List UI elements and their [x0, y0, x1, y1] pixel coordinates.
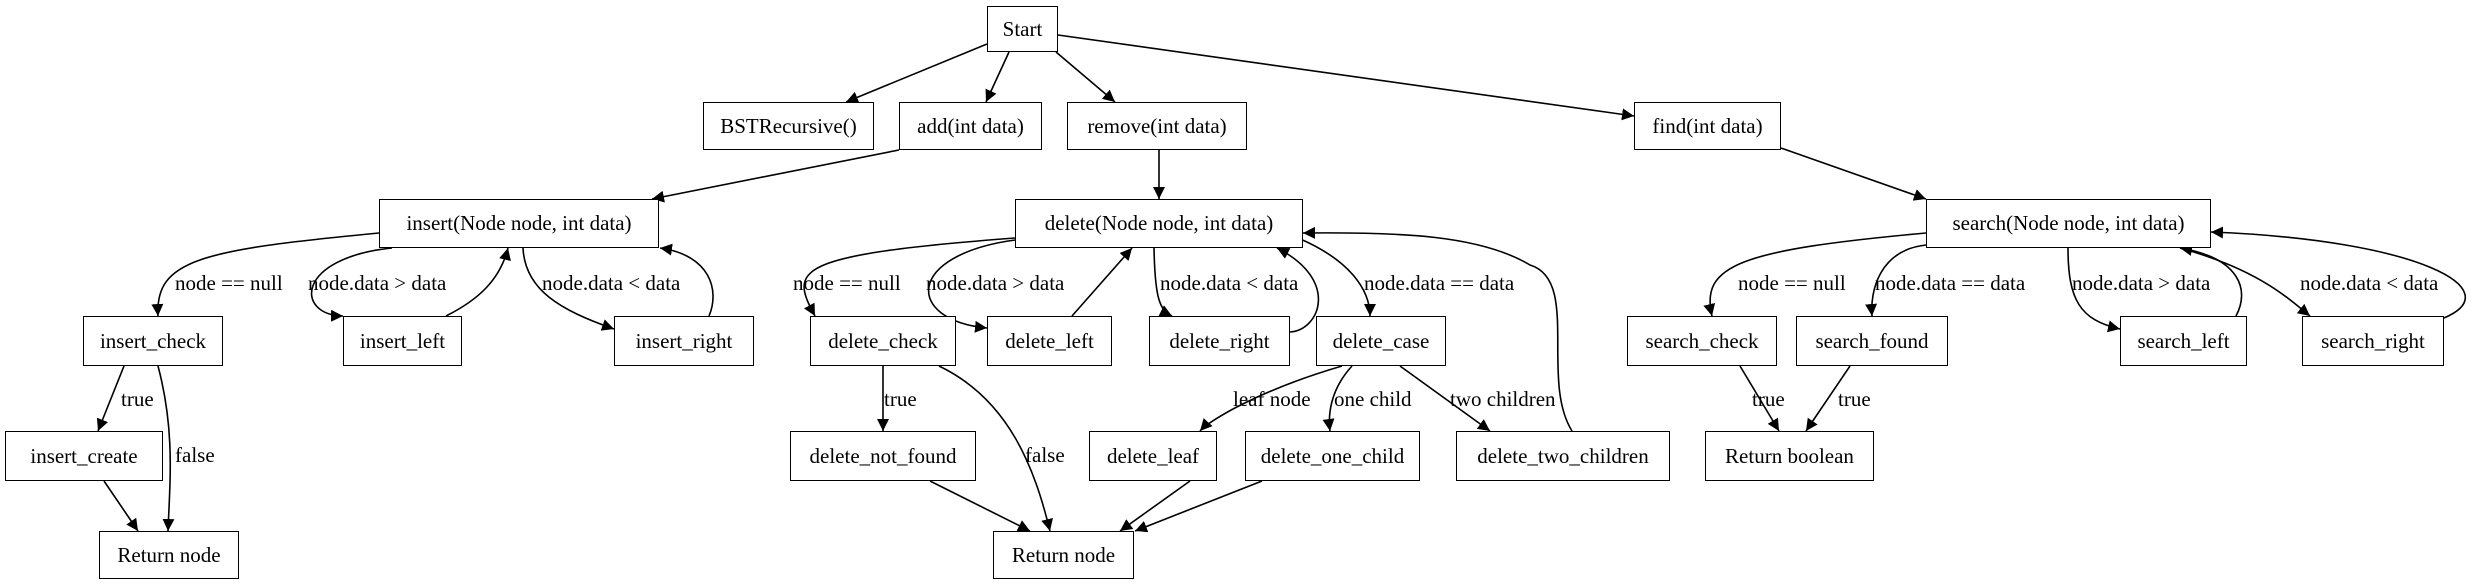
label-search-true1: true — [1752, 387, 1785, 411]
node-delete-two-children[interactable]: delete_two_children — [1456, 431, 1670, 481]
edge-insert-left — [310, 247, 393, 322]
label-insert-false: false — [175, 443, 215, 467]
node-delete-leaf[interactable]: delete_leaf — [1089, 431, 1217, 481]
node-search-check[interactable]: search_check — [1627, 316, 1777, 366]
label-delete-onechild: one child — [1334, 387, 1412, 411]
node-delete[interactable]: delete(Node node, int data) — [1015, 199, 1303, 248]
node-insert-check[interactable]: insert_check — [83, 316, 223, 366]
edge-left-search — [2179, 244, 2243, 317]
node-delete-case[interactable]: delete_case — [1316, 316, 1446, 366]
label-delete-false: false — [1025, 443, 1065, 467]
edge-find-search — [1780, 147, 1927, 201]
edge-left-insert — [445, 247, 511, 317]
edge-check-return-s — [1739, 365, 1780, 432]
node-start[interactable]: Start — [987, 6, 1058, 52]
edge-found-return-s — [1805, 365, 1851, 432]
edge-add-insert — [651, 149, 900, 203]
edge-case-leaf — [1199, 365, 1343, 432]
node-add[interactable]: add(int data) — [899, 102, 1042, 150]
label-insert-gt: node.data > data — [308, 271, 447, 295]
label-insert-lt: node.data < data — [542, 271, 681, 295]
node-delete-return[interactable]: Return node — [993, 531, 1134, 579]
edge-check-return-d — [938, 365, 1053, 532]
edge-search-check — [1703, 232, 1927, 317]
label-delete-gt: node.data > data — [926, 271, 1065, 295]
node-delete-right[interactable]: delete_right — [1149, 316, 1290, 366]
node-search-right[interactable]: search_right — [2302, 316, 2444, 366]
node-delete-check[interactable]: delete_check — [810, 316, 956, 366]
edge-check-return — [157, 365, 175, 532]
label-delete-twochildren: two children — [1450, 387, 1556, 411]
edge-check-create — [96, 365, 125, 432]
label-delete-true: true — [884, 387, 917, 411]
edge-search-left — [2067, 247, 2121, 333]
node-search-return[interactable]: Return boolean — [1705, 431, 1874, 481]
edge-start-add — [985, 51, 1010, 103]
label-search-gt: node.data > data — [2072, 271, 2211, 295]
edge-leaf-return — [1119, 480, 1191, 532]
edge-start-find — [1057, 34, 1635, 121]
label-search-lt: node.data < data — [2300, 271, 2439, 295]
node-delete-left[interactable]: delete_left — [987, 316, 1112, 366]
label-delete-leafnode: leaf node — [1233, 387, 1311, 411]
label-delete-lt: node.data < data — [1160, 271, 1299, 295]
edge-delete-check — [803, 237, 1016, 317]
node-bstrecursive[interactable]: BSTRecursive() — [703, 102, 874, 150]
edge-search-right — [2179, 247, 2311, 317]
node-remove[interactable]: remove(int data) — [1067, 102, 1247, 150]
edge-left-delete — [1071, 247, 1133, 317]
edge-insert-right — [522, 247, 615, 331]
label-search-null: node == null — [1738, 271, 1846, 295]
node-find[interactable]: find(int data) — [1634, 102, 1781, 150]
label-delete-null: node == null — [793, 271, 901, 295]
edge-case-onechild — [1322, 365, 1353, 432]
edge-create-return — [103, 480, 139, 532]
label-delete-eq: node.data == data — [1364, 271, 1515, 295]
node-insert[interactable]: insert(Node node, int data) — [379, 199, 659, 248]
edge-right-search — [2210, 226, 2466, 319]
node-search[interactable]: search(Node node, int data) — [1926, 199, 2211, 248]
label-search-true2: true — [1838, 387, 1871, 411]
edge-delete-left — [927, 239, 1016, 333]
node-delete-not-found[interactable]: delete_not_found — [790, 431, 976, 481]
node-delete-one-child[interactable]: delete_one_child — [1245, 431, 1420, 481]
edge-search-found — [1865, 244, 1927, 317]
node-insert-left[interactable]: insert_left — [343, 316, 462, 366]
edge-right-insert — [659, 243, 714, 317]
label-insert-true: true — [121, 387, 154, 411]
edge-start-ctor — [845, 43, 988, 103]
edge-delete-right — [1153, 247, 1173, 317]
node-search-left[interactable]: search_left — [2120, 316, 2247, 366]
node-search-found[interactable]: search_found — [1796, 316, 1948, 366]
edge-onechild-return — [1134, 480, 1263, 533]
node-insert-return[interactable]: Return node — [99, 531, 239, 579]
edge-case-twochildren — [1399, 365, 1491, 432]
edge-notfound-return — [929, 480, 1031, 532]
label-insert-null: node == null — [175, 271, 283, 295]
edge-start-remove — [1055, 51, 1116, 103]
label-search-eq: node.data == data — [1875, 271, 2026, 295]
edge-delete-case — [1297, 237, 1376, 317]
node-insert-right[interactable]: insert_right — [614, 316, 754, 366]
edge-right-delete — [1276, 247, 1320, 333]
edge-twochildren-delete — [1302, 226, 1573, 432]
node-insert-create[interactable]: insert_create — [5, 431, 163, 481]
edge-insert-check — [151, 232, 380, 317]
